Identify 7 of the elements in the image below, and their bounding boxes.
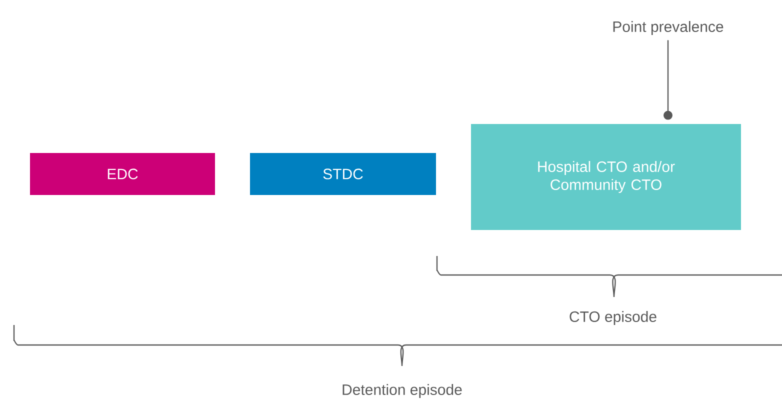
process-box: EDC (30, 153, 215, 195)
brace-label: CTO episode (570, 311, 656, 325)
process-box: STDC (250, 153, 436, 195)
annotation-text: Point prevalence (613, 21, 724, 35)
brace-label: Detention episode (342, 384, 462, 398)
leader-line (664, 40, 672, 120)
process-box: Hospital CTO and/or Community CTO (471, 124, 741, 230)
